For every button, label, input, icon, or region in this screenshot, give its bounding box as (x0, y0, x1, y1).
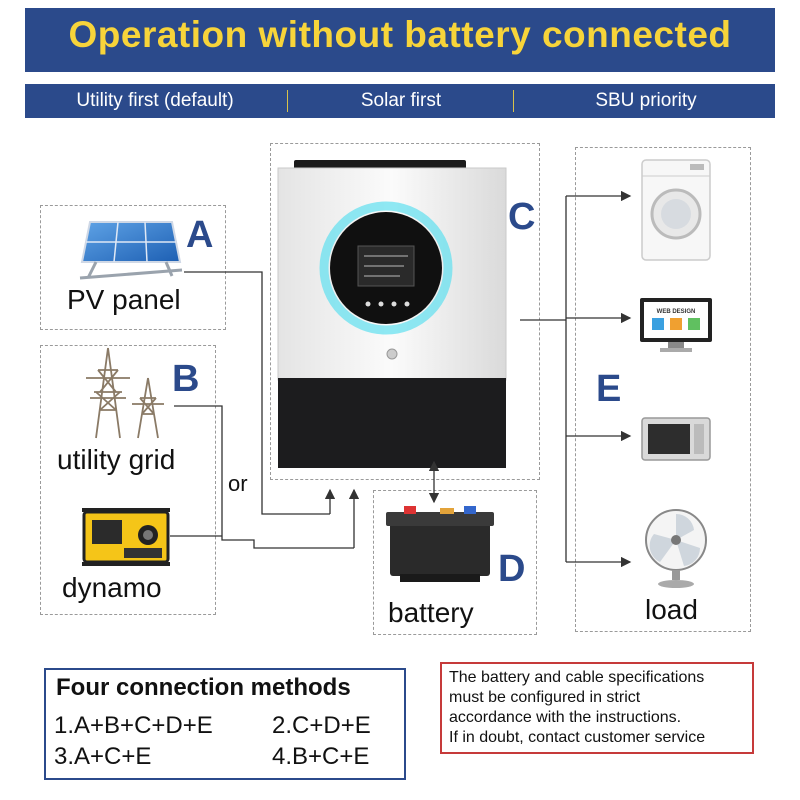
letter-c: C (508, 196, 536, 238)
inverter-box (270, 143, 540, 480)
method-item: 1.A+B+C+D+E (54, 712, 213, 739)
letter-a: A (186, 214, 214, 256)
or-label: or (228, 471, 248, 496)
title-banner: Operation without battery connected (25, 8, 775, 72)
connection-methods-box: Four connection methods 1.A+B+C+D+E 2.C+… (44, 668, 406, 780)
generator-icon (82, 508, 170, 566)
microwave-icon (641, 417, 711, 461)
methods-title: Four connection methods (56, 674, 351, 701)
dynamo-label: dynamo (62, 572, 162, 603)
letter-b: B (172, 358, 200, 400)
warning-note: The battery and cable specifications mus… (440, 662, 754, 754)
method-item: 4.B+C+E (272, 743, 370, 770)
mode-utility-first: Utility first (default) (76, 90, 234, 111)
battery-label: battery (388, 597, 474, 628)
utility-grid-label: utility grid (57, 444, 176, 475)
solar-panel-icon (79, 221, 183, 280)
battery-icon (386, 506, 494, 582)
method-item: 3.A+C+E (54, 743, 152, 770)
letter-e: E (596, 368, 622, 410)
mode-separator (513, 90, 514, 112)
grid-dynamo-box (40, 345, 216, 615)
connection-lines (170, 190, 632, 568)
battery-box (373, 490, 537, 635)
washing-machine-icon (641, 159, 711, 261)
page-title: Operation without battery connected (68, 14, 732, 55)
inverter-icon (277, 160, 507, 468)
letter-d: D (498, 548, 526, 590)
note-line: must be configured in strict (449, 689, 641, 706)
mode-sbu-priority: SBU priority (595, 90, 697, 111)
load-label: load (645, 594, 698, 625)
power-tower-icon (86, 347, 164, 439)
monitor-text: WEB DESIGN (657, 309, 696, 315)
mode-bar: Utility first (default) Solar first SBU … (25, 84, 775, 118)
pv-panel-box (40, 205, 226, 330)
note-line: accordance with the instructions. (449, 709, 682, 726)
note-line: The battery and cable specifications (449, 669, 705, 686)
monitor-icon: WEB DESIGN (640, 298, 712, 352)
pv-panel-label: PV panel (67, 284, 181, 315)
mode-solar-first: Solar first (360, 90, 442, 111)
method-item: 2.C+D+E (272, 712, 371, 739)
mode-separator (287, 90, 288, 112)
fan-icon (645, 509, 707, 588)
load-box (575, 147, 751, 632)
note-line: If in doubt, contact customer service (449, 729, 706, 746)
